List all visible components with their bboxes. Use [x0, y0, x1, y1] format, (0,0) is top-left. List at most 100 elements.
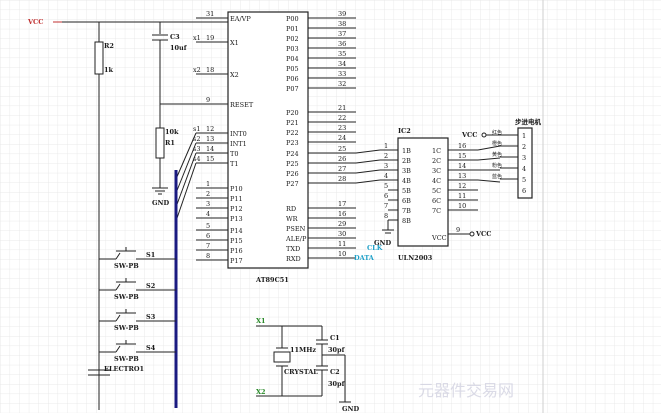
uln-in-name-8b: 8B	[402, 217, 411, 225]
uln-in-pin-8: 8	[384, 212, 388, 220]
motor-pin-6: 6	[522, 187, 526, 195]
mcu-pin-name-p26: P26	[286, 170, 299, 178]
mcu-pin-name-p14: P14	[230, 227, 243, 235]
mcu-pin-name-p15: P15	[230, 237, 243, 245]
switch-label-2: SW-PB	[114, 293, 139, 301]
uln-vcc-out: VCC	[475, 230, 491, 238]
mcu-net-s3: s3	[193, 145, 200, 153]
mcu-pin-22: 22	[338, 114, 346, 122]
uln-out-pin-10: 10	[458, 202, 466, 210]
mcu-pin-27: 27	[338, 165, 346, 173]
mcu-pin-11: 11	[338, 240, 346, 248]
mcu-pin-name-txd: TXD	[286, 245, 300, 253]
uln-out-name-6c: 6C	[432, 197, 441, 205]
uln-out-pin-16: 16	[458, 142, 466, 150]
mcu-pin-3: 3	[206, 200, 210, 208]
mcu-pin-name-p10: P10	[230, 185, 243, 193]
switch-net-1: S1	[146, 251, 155, 259]
mcu-pin-name-int1: INT1	[230, 140, 247, 148]
clk-net-label: CLK	[367, 244, 383, 252]
mcu-pin-38: 38	[338, 20, 346, 28]
mcu-left-pins: 31EA/VP19X1x118X2x29RESET12INT0s113INT1s…	[175, 10, 254, 265]
mcu-right-pins: 39P0038P0137P0236P0335P0434P0533P0632P07…	[285, 10, 398, 263]
motor-pin-5: 5	[522, 176, 526, 184]
mcu-pin-7: 7	[206, 242, 210, 250]
mcu-pin-14: 14	[206, 145, 214, 153]
mcu-pin-19: 19	[206, 34, 214, 42]
mcu-pin-6: 6	[206, 232, 210, 240]
switch-net-4: S4	[146, 344, 156, 352]
uln-in-pin-7: 7	[384, 202, 388, 210]
mcu-pin-name-p03: P03	[286, 45, 299, 53]
mcu-pin-2: 2	[206, 190, 210, 198]
mcu-pin-5: 5	[206, 222, 210, 230]
mcu-name: AT89C51	[255, 276, 289, 284]
vcc-label: VCC	[27, 18, 43, 26]
crystal-oscillator: X1 X2 11MHz CRYSTAL C1 30pf C2 30pf GND	[256, 317, 359, 413]
mcu-pin-34: 34	[338, 60, 346, 68]
uln-in-name-6b: 6B	[402, 197, 411, 205]
motor-pin-2: 2	[522, 143, 526, 151]
mcu-pin-name-p27: P27	[286, 180, 299, 188]
mcu-pin-name-p01: P01	[286, 25, 299, 33]
switch-label-3: SW-PB	[114, 324, 139, 332]
c1-label: C1	[330, 334, 340, 342]
c1-value: 30pf	[328, 346, 346, 354]
mcu-net-s1: s1	[193, 125, 200, 133]
r2-label: R2	[104, 42, 114, 50]
uln-gnd: GND	[374, 239, 391, 247]
mcu-pin-15: 15	[206, 155, 214, 163]
switch-label-1: SW-PB	[114, 262, 139, 270]
uln-out-name-1c: 1C	[432, 147, 441, 155]
mcu-pin-33: 33	[338, 70, 346, 78]
mcu-pin-37: 37	[338, 30, 346, 38]
mcu-pin-21: 21	[338, 104, 346, 112]
x1-net: X1	[256, 317, 266, 325]
mcu-pin-23: 23	[338, 124, 346, 132]
mcu-pin-32: 32	[338, 80, 346, 88]
uln-in-pin-3: 3	[384, 162, 388, 170]
switch-net-2: S2	[146, 282, 155, 290]
uln-in-pin-2: 2	[384, 152, 388, 160]
resistor-r2: R2 1k	[94, 41, 114, 75]
r1-gnd-label: GND	[152, 199, 169, 207]
uln-in-name-3b: 3B	[402, 167, 411, 175]
r2-value: 1k	[104, 66, 114, 74]
mcu-pin-name-p07: P07	[286, 85, 299, 93]
watermark: 元器件交易网	[418, 381, 514, 400]
uln-in-name-5b: 5B	[402, 187, 411, 195]
mcu-pin-name-p24: P24	[286, 150, 299, 158]
vcc-rail: VCC	[27, 18, 228, 410]
mcu-pin-8: 8	[206, 252, 210, 260]
uln-out-name-2c: 2C	[432, 157, 441, 165]
mcu-pin-16: 16	[338, 210, 346, 218]
mcu-pin-25: 25	[338, 145, 346, 153]
mcu-pin-4: 4	[206, 210, 210, 218]
motor-vcc: VCC	[461, 131, 477, 139]
mcu-pin-1: 1	[206, 180, 210, 188]
uln-com-pin: 9	[456, 226, 460, 234]
r1-label: R1	[165, 139, 175, 147]
uln-out-name-5c: 5C	[432, 187, 441, 195]
mcu-pin-name-p05: P05	[286, 65, 299, 73]
motor-wire-2: 橙色	[492, 140, 502, 147]
c3-label: C3	[170, 33, 180, 41]
uln-in-pin-5: 5	[384, 182, 388, 190]
motor-wire-5: 蓝色	[492, 173, 502, 180]
uln-out-pin-12: 12	[458, 182, 466, 190]
mcu-pin-name-p22: P22	[286, 129, 299, 137]
mcu-pin-name-int0: INT0	[230, 130, 247, 138]
mcu-pin-name-wr: WR	[286, 215, 299, 223]
mcu-net-s4: s4	[193, 155, 200, 163]
uln-in-name-2b: 2B	[402, 157, 411, 165]
uln-in-pin-6: 6	[384, 192, 388, 200]
uln-in-name-1b: 1B	[402, 147, 411, 155]
mcu-pin-35: 35	[338, 50, 346, 58]
mcu-pin-name-p25: P25	[286, 160, 299, 168]
